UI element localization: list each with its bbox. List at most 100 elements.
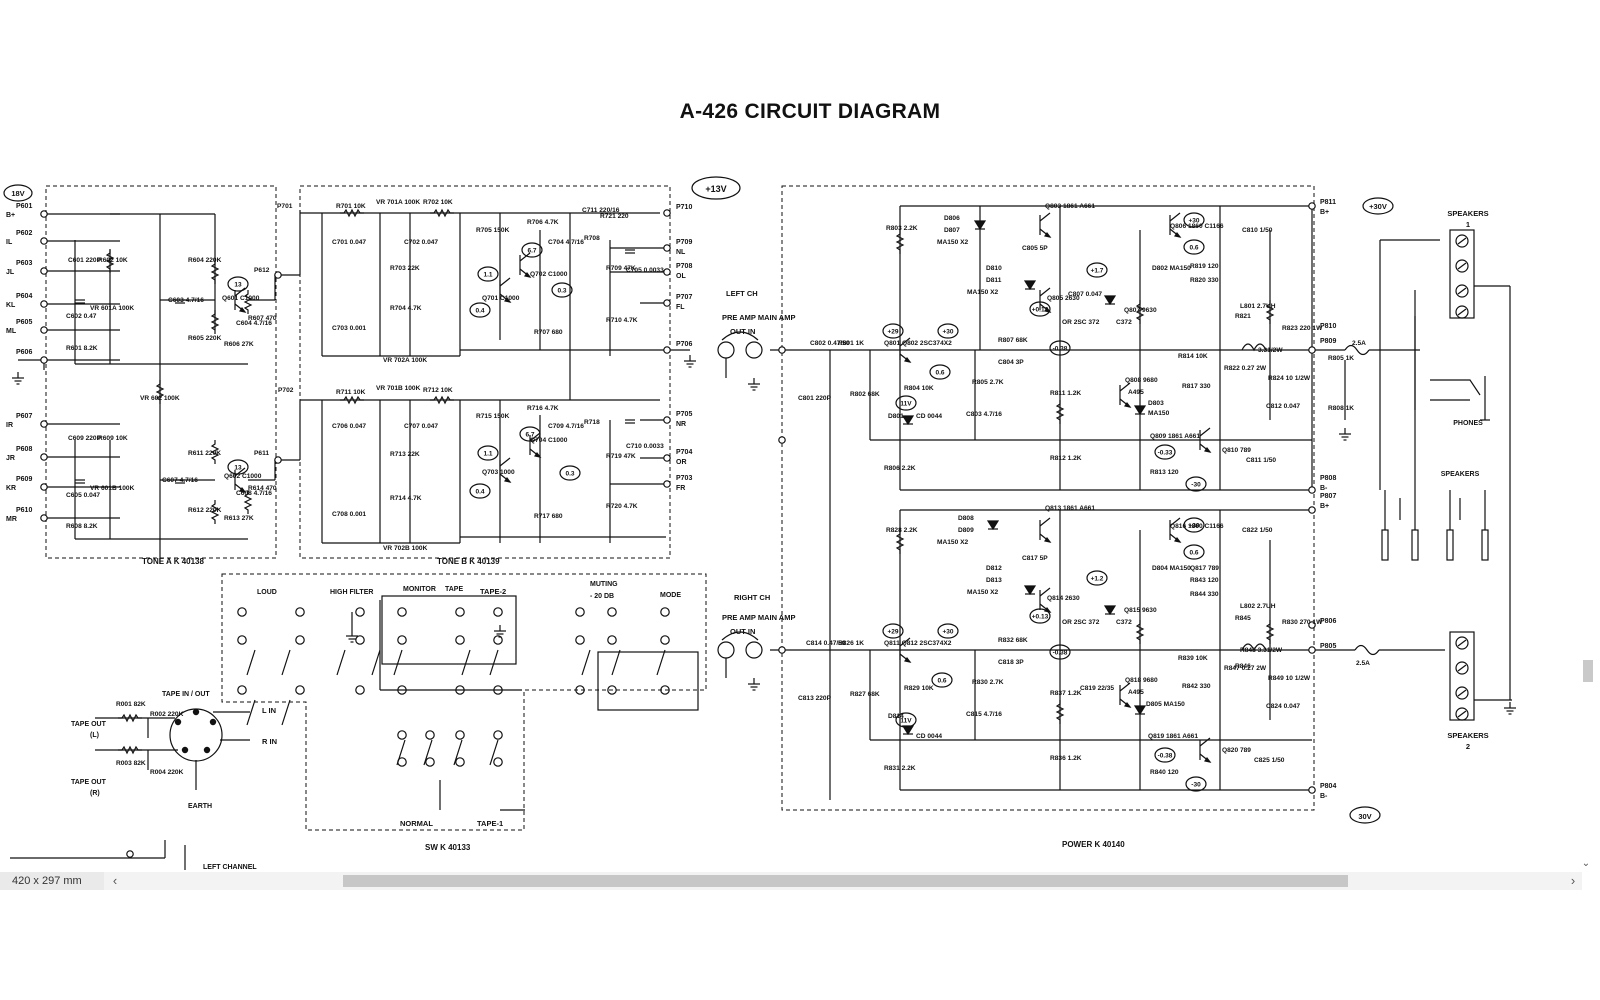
wire — [499, 457, 511, 467]
voltage-value: 11V — [900, 718, 912, 725]
switch-contact — [493, 757, 503, 767]
switch-contact — [397, 685, 407, 695]
terminal-screw — [1455, 707, 1469, 721]
vertical-scrollbar[interactable]: ⌄ — [1580, 0, 1593, 872]
component-label: R817 330 — [1182, 383, 1211, 390]
jumper-cable — [721, 331, 759, 341]
terminal — [663, 346, 671, 354]
terminal — [40, 300, 48, 308]
tape-label: TAPE — [445, 586, 463, 593]
component-label: 3.31/2W — [1258, 347, 1283, 354]
jack-out — [717, 641, 735, 659]
voltage-value: -30 — [1191, 482, 1201, 489]
switch-contact — [455, 685, 465, 695]
component-label: R712 10K — [423, 387, 453, 394]
resistor — [1055, 700, 1065, 724]
din-pin — [203, 746, 211, 754]
component-label: L802 2.7UH — [1240, 603, 1276, 610]
transistor-arrow — [239, 306, 247, 313]
resistor — [243, 290, 253, 314]
switch-lever — [371, 649, 381, 676]
vertical-scroll-thumb[interactable] — [1583, 660, 1593, 682]
switch-contact — [493, 730, 503, 740]
component-label: R836 1.2K — [1050, 755, 1082, 762]
resistor — [1265, 620, 1275, 644]
tone-b-label: TONE B K 40139 — [437, 557, 500, 566]
normal-label: NORMAL — [400, 819, 433, 828]
terminal — [663, 454, 671, 462]
db20-label: - 20 DB — [590, 593, 614, 600]
diode — [1133, 405, 1147, 416]
transistor-arrow — [904, 656, 912, 663]
speaker-terminal-block-1 — [1449, 229, 1475, 319]
wire — [1457, 664, 1467, 672]
switch-contact — [660, 685, 670, 695]
component-label: C804 3P — [998, 359, 1024, 366]
component-label: C825 1/50 — [1254, 757, 1285, 764]
component-label: R803 2.2K — [886, 225, 918, 232]
switch-contact — [425, 730, 435, 740]
component-label: L801 2.7UH — [1240, 303, 1276, 310]
component-label: Q815 9630 — [1124, 607, 1157, 614]
component-label: R614 470 — [248, 485, 277, 492]
switch-contact — [425, 757, 435, 767]
jack-out — [717, 341, 735, 359]
port-signal-label: B- — [1320, 485, 1328, 492]
mode-label: MODE — [660, 592, 681, 599]
resistor — [243, 490, 253, 514]
switch-contact — [575, 607, 585, 617]
terminal-screw — [1455, 686, 1469, 700]
resistor — [1135, 620, 1145, 644]
component-label: C709 4.7/16 — [548, 423, 584, 430]
voltage-value: 0.6 — [1189, 550, 1198, 557]
terminal — [1308, 346, 1316, 354]
tape-in-out-label: TAPE IN / OUT — [162, 691, 210, 698]
voltage-value: -0.38 — [1053, 650, 1068, 657]
component-label: R613 27K — [224, 515, 254, 522]
component-label: D811 — [986, 277, 1002, 284]
resistor — [118, 745, 142, 755]
terminal — [1308, 646, 1316, 654]
scroll-down-icon[interactable]: ⌄ — [1581, 858, 1591, 869]
voltage-marker — [895, 712, 917, 728]
inductor — [1241, 343, 1267, 352]
resistor — [1055, 400, 1065, 424]
terminal — [663, 268, 671, 276]
voltage-marker — [1154, 444, 1176, 460]
port-label: P703 — [676, 475, 692, 482]
component-label: Q601 C1000 — [222, 295, 260, 302]
component-label: R801 1K — [838, 340, 864, 347]
component-label: CD 0044 — [916, 733, 942, 740]
component-label: Q702 C1000 — [530, 271, 568, 278]
scroll-right-icon[interactable]: › — [1570, 873, 1576, 888]
scroll-left-icon[interactable]: ‹ — [112, 873, 118, 888]
voltage-marker — [937, 323, 959, 339]
din-pin — [181, 746, 189, 754]
component-label: C372 — [1116, 619, 1132, 626]
component-label: D807 — [944, 227, 960, 234]
terminal — [1308, 486, 1316, 494]
port-label: P602 — [16, 230, 32, 237]
component-label: R811 1.2K — [1050, 390, 1081, 397]
voltage-value: +30 — [1188, 218, 1199, 225]
voltage-marker — [1183, 544, 1205, 560]
component-label: R604 220K — [188, 257, 222, 264]
voltage-marker — [469, 483, 491, 499]
terminal — [663, 480, 671, 488]
rail-marker — [3, 184, 33, 202]
port-label: P808 — [1320, 475, 1336, 482]
tone-b-block — [299, 185, 671, 559]
power-label: POWER K 40140 — [1062, 840, 1125, 849]
component-label: R709 47K — [606, 265, 636, 272]
wire — [1457, 308, 1467, 316]
component-label: R612 220K — [188, 507, 222, 514]
component-label: R843 120 — [1190, 577, 1219, 584]
component-label: VR 702A 100K — [383, 357, 427, 364]
component-label: R839 10K — [1178, 655, 1208, 662]
horizontal-scroll-thumb[interactable] — [343, 875, 1348, 887]
terminal — [663, 416, 671, 424]
component-label: R814 10K — [1178, 353, 1208, 360]
component-label: C701 0.047 — [332, 239, 366, 246]
component-label: C818 3P — [998, 659, 1024, 666]
